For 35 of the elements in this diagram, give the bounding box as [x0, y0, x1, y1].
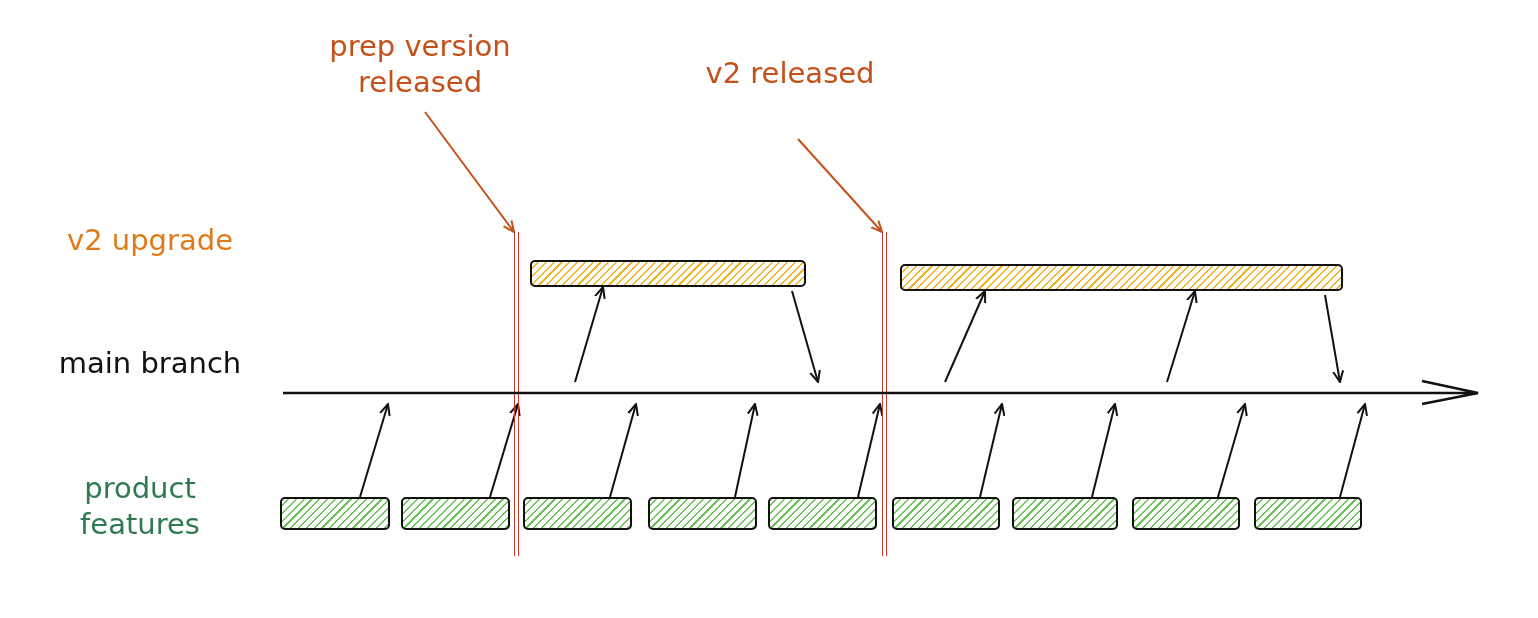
branch-label: main branch	[57, 345, 243, 381]
feature-bar	[523, 497, 632, 530]
row-label: product features	[79, 470, 201, 542]
feature-bar	[892, 497, 1000, 530]
feature-bar	[1012, 497, 1118, 530]
row-label: v2 upgrade	[66, 222, 234, 258]
feature-bar	[280, 497, 390, 530]
upgrade-bar	[900, 264, 1343, 291]
feature-bar	[648, 497, 757, 530]
arrow	[489, 403, 521, 498]
arrow	[857, 403, 884, 498]
arrow	[359, 403, 391, 498]
arrow	[1091, 403, 1119, 498]
feature-bar	[401, 497, 510, 530]
arrow	[734, 403, 759, 498]
arrow	[944, 290, 987, 383]
arrow	[1217, 403, 1248, 498]
leader-line	[797, 138, 883, 233]
release-marker-line	[514, 232, 519, 556]
feature-bar	[768, 497, 877, 530]
arrow	[979, 403, 1006, 498]
timeline-arrow	[283, 382, 1480, 404]
arrow	[574, 286, 606, 383]
arrow	[1339, 403, 1368, 498]
arrow	[1166, 290, 1198, 383]
release-marker-line	[882, 232, 887, 556]
arrow	[1324, 294, 1345, 383]
arrow	[791, 290, 821, 383]
feature-bar	[1132, 497, 1240, 530]
annotation-text: prep version released	[300, 28, 540, 100]
feature-bar	[1254, 497, 1362, 530]
annotation-text: v2 released	[700, 55, 880, 91]
arrow	[609, 403, 639, 498]
leader-line	[424, 111, 515, 233]
upgrade-bar	[530, 260, 806, 287]
